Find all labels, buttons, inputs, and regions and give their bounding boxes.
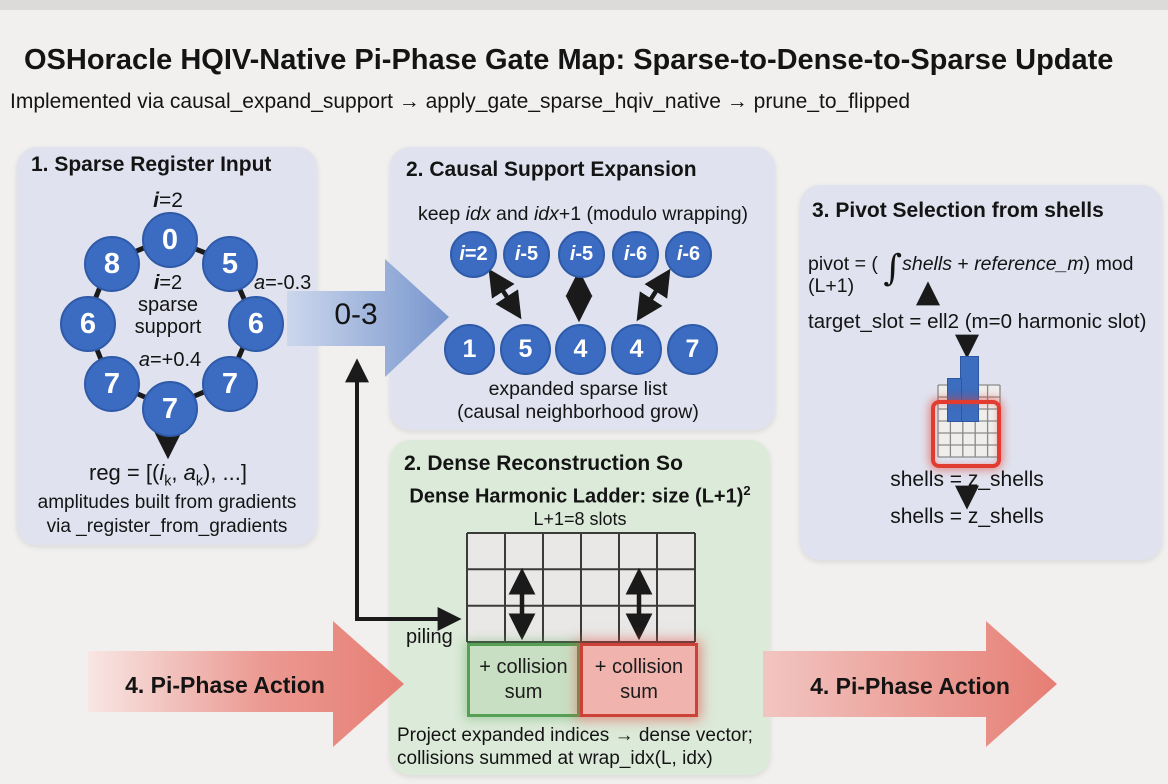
panel-pivot-selection	[800, 185, 1162, 560]
ring-center-label: i=2 sparse support	[134, 272, 202, 338]
amplitude-neg-label: a=-0.3	[254, 272, 312, 294]
pi-phase-arrow-left	[88, 621, 404, 747]
expanded-node-top: i-5	[503, 231, 550, 278]
ring-node: 6	[60, 296, 116, 352]
piling-label: piling	[406, 626, 453, 648]
panel2-caption-2: (causal neighborhood grow)	[457, 401, 699, 423]
expanded-node-top: i-6	[665, 231, 712, 278]
shells-line-2: shells = z_shells	[890, 505, 1044, 528]
ring-node: 7	[84, 356, 140, 412]
pi-phase-label-right: 4. Pi-Phase Action	[810, 673, 1010, 699]
ring-top-label: i=2	[153, 189, 183, 212]
ring-node: 6	[228, 296, 284, 352]
expanded-node-bottom: 1	[444, 324, 495, 375]
expanded-node-bottom: 4	[611, 324, 662, 375]
panel1-caption-1: amplitudes built from gradients	[37, 492, 297, 513]
ring-node: 7	[202, 356, 258, 412]
blue-flow-arrow	[287, 259, 449, 377]
panel2-caption-1: expanded sparse list	[488, 378, 668, 400]
pivot-highlight-square	[931, 400, 1001, 468]
pivot-formula: pivot = ( ∫shells + reference_m) mod (L+…	[808, 248, 1134, 298]
panel4-caption-1: Project expanded indices → dense vector;	[397, 725, 753, 746]
pi-phase-arrow-right	[763, 621, 1057, 747]
expanded-node-bottom: 5	[500, 324, 551, 375]
ladder-title: Dense Harmonic Ladder: size (L+1)2	[409, 483, 751, 508]
panel4-caption-2: collisions summed at wrap_idx(L, idx)	[397, 748, 713, 769]
slots-label: L+1=8 slots	[533, 509, 627, 529]
pi-phase-label-left: 4. Pi-Phase Action	[125, 672, 325, 698]
panel4-title: 2. Dense Reconstruction So	[404, 452, 683, 475]
panel2-subtitle: keep idx and idx+1 (modulo wrapping)	[417, 203, 749, 225]
ring-node: 5	[202, 236, 258, 292]
expanded-node-bottom: 7	[667, 324, 718, 375]
expanded-node-top: i=2	[450, 231, 497, 278]
pipeline-subtitle: Implemented via causal_expand_support → …	[10, 90, 911, 113]
expanded-node-top: i-5	[558, 231, 605, 278]
top-border-strip	[0, 0, 1168, 10]
expanded-node-top: i-6	[612, 231, 659, 278]
dense-ladder-grid	[466, 532, 696, 643]
ring-node: 7	[142, 381, 198, 437]
target-slot-line: target_slot = ell2 (m=0 harmonic slot)	[808, 310, 1147, 333]
ring-node: 8	[84, 236, 140, 292]
panel3-title: 3. Pivot Selection from shells	[812, 199, 1104, 222]
shells-line-1: shells = z_shells	[890, 468, 1044, 491]
expand-arrow-3	[636, 268, 671, 322]
expand-arrow-1	[488, 268, 522, 320]
main-title: OSHoracle HQIV-Native Pi-Phase Gate Map:…	[24, 44, 1114, 76]
expanded-node-bottom: 4	[555, 324, 606, 375]
ring-node: 0	[142, 212, 198, 268]
panel2-title: 2. Causal Support Expansion	[406, 158, 697, 181]
panel1-caption-2: via _register_from_gradients	[46, 516, 288, 537]
amplitude-pos-label: a=+0.4	[138, 349, 202, 371]
reg-formula: reg = [(ik, ak), ...]	[89, 460, 247, 490]
collision-sum-box-green: + collision sum	[467, 643, 580, 717]
flow-range-label: 0-3	[334, 298, 378, 331]
panel1-title: 1. Sparse Register Input	[31, 153, 272, 176]
collision-sum-box-red: + collision sum	[580, 643, 698, 717]
